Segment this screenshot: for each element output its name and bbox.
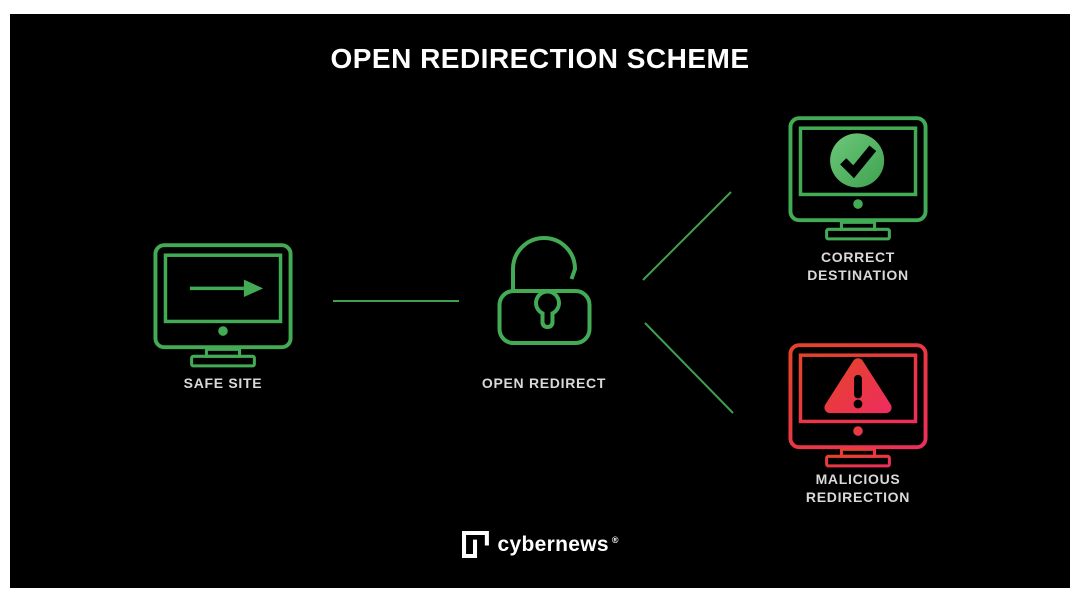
- node-safe-site: [153, 243, 293, 377]
- page-title: OPEN REDIRECTION SCHEME: [330, 43, 750, 74]
- warning-triangle-icon: [824, 358, 892, 414]
- check-circle-icon: [830, 133, 885, 188]
- registered-trademark: ®: [611, 535, 619, 545]
- node-malicious-redirection: [788, 343, 928, 477]
- open-padlock-icon: [497, 236, 592, 345]
- node-correct-destination: [788, 116, 928, 250]
- label-open-redirect: OPEN REDIRECT: [481, 375, 607, 391]
- node-open-redirect: [497, 235, 592, 352]
- monitor-dot: [853, 426, 863, 436]
- keyhole-icon: [534, 289, 561, 329]
- connector-redirect-to-malicious: [644, 322, 734, 414]
- monitor-dot: [218, 326, 228, 336]
- monitor-dot: [853, 199, 863, 209]
- connector-redirect-to-correct: [642, 191, 732, 281]
- label-correct-destination: CORRECT DESTINATION: [807, 249, 909, 283]
- brand-name: cybernews: [497, 532, 609, 556]
- brand-footer: cybernews ®: [10, 531, 1070, 558]
- connector-lines: [333, 191, 734, 414]
- diagram-canvas: OPEN REDIRECTION SCHEME SAFE SITE: [10, 14, 1070, 588]
- cybernews-logo-icon: [461, 531, 489, 558]
- label-safe-site: SAFE SITE: [183, 375, 263, 391]
- monitor-warning-icon: [788, 343, 928, 468]
- monitor-arrow-icon: [153, 243, 293, 368]
- arrow-right-icon: [189, 279, 264, 298]
- label-malicious-redirection: MALICIOUS REDIRECTION: [805, 471, 911, 505]
- monitor-check-icon: [788, 116, 928, 241]
